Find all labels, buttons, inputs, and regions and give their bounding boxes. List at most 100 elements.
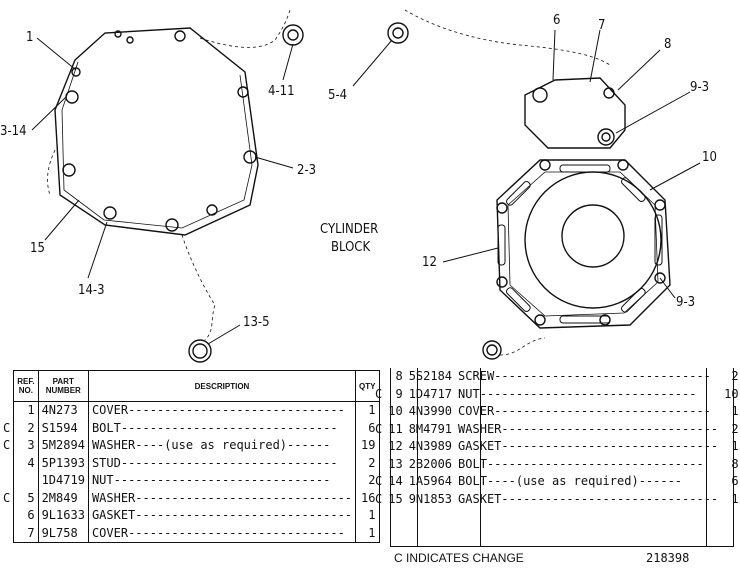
part-number: 2B2006 [408,456,453,471]
left-cover-outline [54,27,259,236]
ref-number: 5 [13,489,39,507]
quantity: 1 [355,507,380,525]
callout-13-5: 13-5 [243,315,270,330]
table-row: C159N1853GASKET-------------------------… [372,491,740,509]
usage-note: (use as required) [515,474,639,488]
ref-number: 10 [388,404,403,418]
part-number: 4N3990 [408,404,453,418]
part-number: 5M2894 [37,437,89,455]
ref-number: 6 [13,507,39,525]
description: BOLT------------------------------ [458,456,704,471]
quantity: 6 [731,474,739,488]
quantity: 1 [731,491,739,506]
description: STUD------------------------------ [87,454,357,472]
quantity: 1 [731,404,739,418]
change-legend: C INDICATES CHANGE [394,551,524,565]
description: COVER------------------------------ [87,524,357,543]
bolt-bottom-right [482,340,502,360]
exploded-parts-drawing: 1 3-14 15 14-3 4-11 2-3 13-5 5-4 6 7 8 9… [0,9,717,363]
change-flag [372,403,385,421]
ref-number: 12 [388,439,403,453]
header-qty: QTY [355,370,380,402]
callout-5-4: 5-4 [328,88,347,103]
ref-number: 7 [13,524,39,543]
description: GASKET------------------------------ [458,491,719,506]
description: NUT------------------------------ [87,472,357,490]
ref-number: 1 [13,401,39,420]
cylinder-block-label-2: BLOCK [331,240,370,255]
change-flag [0,507,14,525]
description: GASKET------------------------------ [87,507,357,525]
ref-number: 2 [13,419,39,437]
ref-number: 3 [13,437,39,455]
quantity: 10 [724,386,739,401]
part-number: 5S2184 [408,369,453,383]
change-flag [372,438,385,456]
quantity: 2 [731,369,739,383]
quantity: 6 [355,419,380,437]
callout-6: 6 [553,13,560,28]
small-cover-outline [524,77,626,149]
description: WASHER----(use as required)------ [87,437,357,455]
description: WASHER------------------------------ [87,489,357,507]
part-number: 1D4717 [408,386,453,401]
part-number: 9L758 [37,524,89,543]
ref-number: 8 [395,369,403,383]
change-flag: C [375,421,383,436]
quantity: 2 [731,421,739,436]
callout-2-3: 2-3 [297,163,316,178]
header-ref-no: REF.NO. [13,370,39,402]
ref-number: 11 [388,421,403,436]
quantity: 2 [355,472,380,490]
part-number: 4N273 [37,401,89,420]
change-flag: C [375,474,383,488]
ref-number [13,472,39,490]
ref-number: 14 [388,474,403,488]
part-number: 2M849 [37,489,89,507]
change-flag [0,472,14,490]
description: NUT------------------------------ [458,386,697,401]
callout-9-3-bottom: 9-3 [676,295,695,310]
part-number: S1594 [37,419,89,437]
table-row: 13 2B2006 BOLT----------------------------… [372,456,740,474]
quantity: 1 [355,401,380,420]
callout-8: 8 [664,37,671,52]
part-number: 9N1853 [408,491,453,506]
change-flag [0,525,14,543]
description: WASHER------------------------------ [458,421,719,436]
ref-number: 13 [388,456,403,471]
description: BOLT----(use as required)------ [458,474,683,488]
part-number: 4N3989 [408,439,453,453]
change-flag [372,368,385,386]
callout-12: 12 [422,255,437,270]
left-cover-holes [62,30,257,232]
change-flag [372,456,385,474]
header-description: DESCRIPTION [87,370,357,402]
callout-10: 10 [702,150,717,165]
nut-5-4 [387,22,409,44]
change-flag: C [3,490,11,505]
description: GASKET------------------------------ [458,439,719,453]
ref-number: 15 [388,491,403,506]
ref-number: 4 [13,454,39,472]
description: COVER------------------------------ [87,401,357,420]
large-cover-slots [497,164,663,324]
callout-1: 1 [26,30,33,45]
quantity: 2 [355,454,380,472]
description: COVER------------------------------ [458,404,711,418]
drawing-labels: 1 3-14 15 14-3 4-11 2-3 13-5 5-4 6 7 8 9… [0,13,717,330]
nut-4-11 [282,24,304,46]
part-number: 5P1393 [37,454,89,472]
